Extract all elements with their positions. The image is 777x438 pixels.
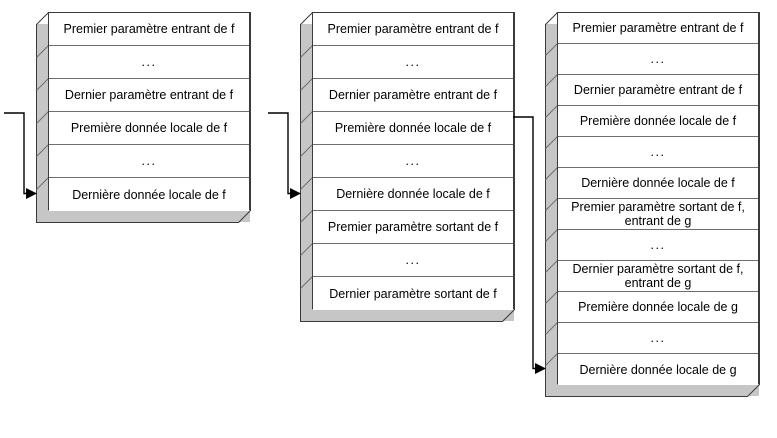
stack-row: Dernier paramètre entrant de f <box>313 79 513 112</box>
stack-row: Premier paramètre entrant de f <box>313 13 513 46</box>
stack-3d-bottom-face <box>545 384 759 396</box>
stack-row: Dernière donnée locale de g <box>558 354 758 385</box>
stack-row-label: Dernière donnée locale de f <box>581 176 735 190</box>
stack-row-label: ... <box>650 331 666 345</box>
stack-row-label: Première donnée locale de g <box>578 300 738 314</box>
stack-row: Dernière donnée locale de f <box>49 178 249 211</box>
stack-row: Dernière donnée locale de f <box>558 168 758 199</box>
stack-row-label: Première donnée locale de f <box>70 121 228 135</box>
stack-row: Première donnée locale de g <box>558 292 758 323</box>
stack-frame-f-and-g: Premier paramètre entrant de f... Dernier… <box>545 12 760 397</box>
stack-row-label: ... <box>405 154 421 168</box>
stack-row-ellipsis: ... <box>558 230 758 261</box>
stack-row-ellipsis: ... <box>558 137 758 168</box>
stack-row-label: Premier paramètre entrant de f <box>327 22 499 36</box>
stack-row: Dernier paramètre entrant de f <box>558 75 758 106</box>
stack-front-face: Premier paramètre entrant de f... Dernier… <box>312 12 514 310</box>
stack-row-label: Dernier paramètre entrant de f <box>64 88 234 102</box>
stack-row-label: Premier paramètre entrant de f <box>63 22 235 36</box>
stack-front-face: Premier paramètre entrant de f... Dernier… <box>557 12 759 385</box>
stack-row: Première donnée locale de f <box>313 112 513 145</box>
stack-row: Dernière donnée locale de f <box>313 178 513 211</box>
stack-row-ellipsis: ... <box>49 46 249 79</box>
stack-3d-bottom-face <box>300 309 514 321</box>
stack-row-ellipsis: ... <box>313 244 513 277</box>
stack-row-label: ... <box>650 238 666 252</box>
stack-3d-left-face <box>300 24 312 321</box>
stack-row-ellipsis: ... <box>558 44 758 75</box>
stack-row-label: Première donnée locale de f <box>579 114 737 128</box>
stack-row-ellipsis: ... <box>558 323 758 354</box>
stack-row-label: Dernière donnée locale de f <box>72 187 226 202</box>
stack-front-face: Premier paramètre entrant de f... Dernier… <box>48 12 250 211</box>
stack-row: Premier paramètre entrant de f <box>49 13 249 46</box>
stack-pointer-arrow-3 <box>513 116 546 374</box>
stack-row-label: Dernier paramètre entrant de f <box>573 83 743 97</box>
stack-row-label: Dernier paramètre sortant de f <box>329 286 497 301</box>
stack-row-label: Dernier paramètre entrant de f <box>328 88 498 102</box>
stack-3d-left-face <box>545 24 557 396</box>
stack-3d-left-face <box>36 24 48 222</box>
stack-row: Première donnée locale de f <box>49 112 249 145</box>
stack-row-label: ... <box>650 52 666 66</box>
stack-pointer-arrow-2 <box>268 112 301 199</box>
stack-pointer-arrow-1 <box>4 112 37 199</box>
stack-row-label: Première donnée locale de f <box>334 121 492 135</box>
stack-row: Dernier paramètre sortant de f, entrant … <box>558 261 758 292</box>
stack-row-label: Premier paramètre sortant de f <box>327 220 499 234</box>
stack-row-label: ... <box>405 253 421 267</box>
stack-row-ellipsis: ... <box>49 145 249 178</box>
stack-row-label: Premier paramètre entrant de f <box>572 21 744 35</box>
stack-row-label: ... <box>650 145 666 159</box>
stack-row: Premier paramètre entrant de f <box>558 13 758 44</box>
stack-row-label: Dernier paramètre sortant de f, entrant … <box>572 262 744 290</box>
stack-frame-f-with-outgoing-params: Premier paramètre entrant de f... Dernier… <box>300 12 515 322</box>
stack-row-label: Dernière donnée locale de f <box>336 187 490 201</box>
stack-row-label: Dernière donnée locale de g <box>579 362 737 377</box>
stack-row: Dernier paramètre sortant de f <box>313 277 513 310</box>
stack-row-label: ... <box>405 55 421 69</box>
stack-row-label: Premier paramètre sortant de f, entrant … <box>571 200 745 228</box>
stack-row: Premier paramètre sortant de f, entrant … <box>558 199 758 230</box>
stack-3d-bottom-face <box>36 210 250 222</box>
stack-row-ellipsis: ... <box>313 46 513 79</box>
stack-row: Première donnée locale de f <box>558 106 758 137</box>
stack-row-ellipsis: ... <box>313 145 513 178</box>
stack-row-label: ... <box>141 55 157 69</box>
stack-row: Premier paramètre sortant de f <box>313 211 513 244</box>
stack-row: Dernier paramètre entrant de f <box>49 79 249 112</box>
stack-frame-f-locals: Premier paramètre entrant de f... Dernier… <box>36 12 251 223</box>
stack-row-label: ... <box>141 154 157 168</box>
